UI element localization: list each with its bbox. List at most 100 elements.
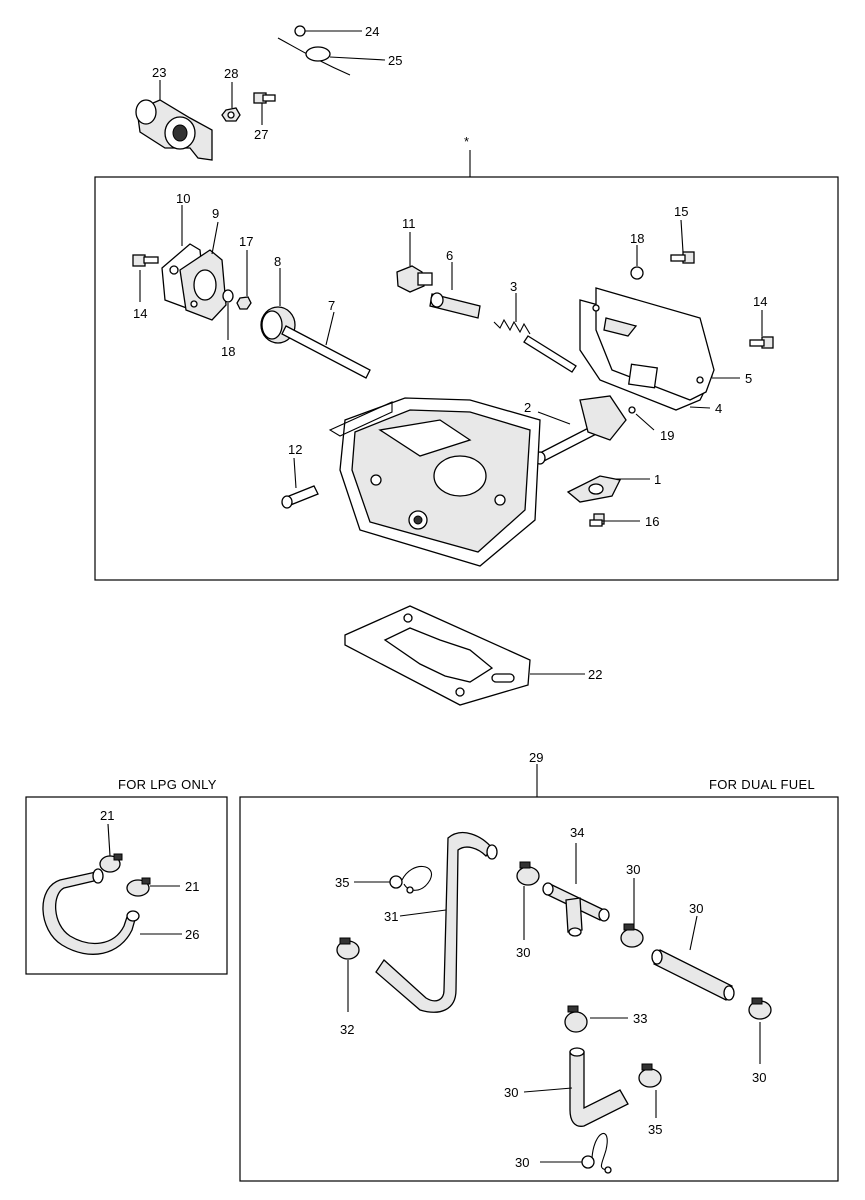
part-25-loop bbox=[305, 46, 331, 62]
part-19-ring bbox=[628, 406, 636, 414]
callout-leader-7 bbox=[325, 311, 335, 346]
part-26-hose bbox=[42, 868, 140, 955]
lpg-only-frame bbox=[25, 796, 228, 975]
part-9-flange bbox=[179, 249, 227, 321]
part-24-ball bbox=[294, 25, 306, 37]
callout-number-30: 30 bbox=[516, 945, 530, 960]
dual-fuel-box-title: FOR DUAL FUEL bbox=[709, 777, 815, 792]
dual-fuel-frame bbox=[239, 796, 839, 1182]
callout-number-28: 28 bbox=[224, 66, 238, 81]
callout-number-31: 31 bbox=[384, 909, 398, 924]
callout-number-25: 25 bbox=[388, 53, 402, 68]
callout-number-10: 10 bbox=[176, 191, 190, 206]
part-21-clamp-upper bbox=[99, 853, 123, 873]
callout-number-16: 16 bbox=[645, 514, 659, 529]
callout-leader-25 bbox=[329, 56, 386, 61]
part-1-plate bbox=[566, 475, 621, 503]
callout-number-30: 30 bbox=[515, 1155, 529, 1170]
part-14-bolt-right bbox=[749, 336, 774, 349]
callout-leader-21 bbox=[107, 823, 111, 857]
callout-number-6: 6 bbox=[446, 248, 453, 263]
part-21-clamp-lower bbox=[126, 877, 151, 897]
callout-number-2: 2 bbox=[524, 400, 531, 415]
callout-number-8: 8 bbox=[274, 254, 281, 269]
callout-number-14: 14 bbox=[133, 306, 147, 321]
callout-leader-2 bbox=[537, 411, 571, 425]
callout-leader-31 bbox=[399, 909, 447, 917]
callout-leader-30 bbox=[523, 1087, 573, 1093]
callout-number-34: 34 bbox=[570, 825, 584, 840]
callout-number-18: 18 bbox=[630, 231, 644, 246]
part-28-nut bbox=[221, 107, 241, 122]
part-35-tie-upper bbox=[389, 865, 433, 894]
callout-number-22: 22 bbox=[588, 667, 602, 682]
callout-leader-12 bbox=[293, 457, 297, 489]
part-16-screw bbox=[589, 513, 605, 527]
callout-number-17: 17 bbox=[239, 234, 253, 249]
part-2-shaft bbox=[534, 395, 627, 465]
callout-number-30: 30 bbox=[689, 901, 703, 916]
part-15-bolt bbox=[670, 251, 695, 264]
part-11-fitting bbox=[396, 265, 433, 293]
callout-leader-4 bbox=[689, 406, 711, 409]
callout-number-35: 35 bbox=[335, 875, 349, 890]
callout-number-33: 33 bbox=[633, 1011, 647, 1026]
callout-number-26: 26 bbox=[185, 927, 199, 942]
callout-number-30: 30 bbox=[626, 862, 640, 877]
callout-number-9: 9 bbox=[212, 206, 219, 221]
part-32-hose bbox=[651, 949, 735, 1001]
callout-number-23: 23 bbox=[152, 65, 166, 80]
part-30-clamp-b bbox=[620, 923, 644, 948]
callout-number-18: 18 bbox=[221, 344, 235, 359]
callout-number-24: 24 bbox=[365, 24, 379, 39]
part-6-needle bbox=[429, 292, 481, 319]
callout-number-12: 12 bbox=[288, 442, 302, 457]
part-30-clamp-c bbox=[336, 937, 360, 960]
callout-number-5: 5 bbox=[745, 371, 752, 386]
lpg-only-box-title: FOR LPG ONLY bbox=[118, 777, 217, 792]
callout-leader-19 bbox=[635, 413, 655, 431]
part-30-clamp-e bbox=[564, 1005, 588, 1033]
callout-number-4: 4 bbox=[715, 401, 722, 416]
callout-number-30: 30 bbox=[752, 1070, 766, 1085]
callout-number-35: 35 bbox=[648, 1122, 662, 1137]
callout-number-1: 1 bbox=[654, 472, 661, 487]
callout-leader-30 bbox=[689, 915, 698, 951]
main-assembly-frame bbox=[94, 176, 839, 581]
callout-number-29: 29 bbox=[529, 750, 543, 765]
part-30-clamp-d bbox=[748, 997, 772, 1020]
part-33-hose bbox=[569, 1047, 629, 1127]
part-23-elbow bbox=[135, 99, 213, 161]
part-18-washer-left bbox=[222, 289, 234, 303]
callout-number-21: 21 bbox=[185, 879, 199, 894]
carburetor-body bbox=[339, 397, 541, 567]
part-4-5-cover bbox=[579, 287, 715, 411]
part-30-clamp-f bbox=[638, 1063, 662, 1088]
body-projection-lines bbox=[328, 401, 393, 437]
callout-number-32: 32 bbox=[340, 1022, 354, 1037]
callout-number-7: 7 bbox=[328, 298, 335, 313]
callout-number-21: 21 bbox=[100, 808, 114, 823]
part-12-pin bbox=[281, 485, 319, 509]
callout-number-11: 11 bbox=[402, 216, 416, 231]
part-22-base-gasket bbox=[344, 605, 531, 706]
part-30-clamp-a bbox=[516, 861, 540, 886]
part-7-shaft bbox=[281, 325, 371, 379]
callout-leader-15 bbox=[680, 219, 684, 253]
callout-number-27: 27 bbox=[254, 127, 268, 142]
callout-number-30: 30 bbox=[504, 1085, 518, 1100]
part-31-hose bbox=[375, 832, 498, 1013]
part-27-bolt bbox=[253, 92, 276, 104]
part-14-bolt-left bbox=[132, 254, 159, 267]
callout-number-19: 19 bbox=[660, 428, 674, 443]
part-34-tee bbox=[542, 882, 610, 937]
part-18-washer-right bbox=[630, 266, 644, 280]
callout-leader-9 bbox=[211, 221, 219, 255]
callout-number-3: 3 bbox=[510, 279, 517, 294]
part-35-tie-lower bbox=[581, 1132, 612, 1174]
part-17-nut bbox=[236, 296, 252, 310]
part-3-spring bbox=[493, 318, 577, 373]
callout-number-15: 15 bbox=[674, 204, 688, 219]
